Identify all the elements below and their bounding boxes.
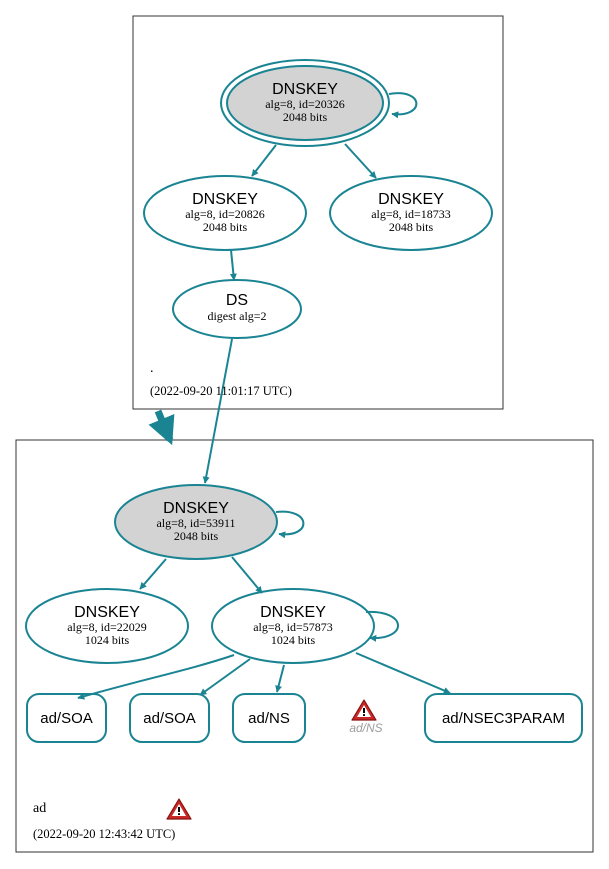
node-root-ksk-title: DNSKEY [272, 81, 338, 98]
node-ad-zsk1-size: 1024 bits [85, 633, 130, 647]
rrset-ad-ns-label: ad/NS [248, 710, 290, 727]
edge-zsk2-to-soa1 [77, 654, 235, 700]
node-ds[interactable]: DS digest alg=2 [172, 279, 302, 339]
node-ds-info: digest alg=2 [207, 309, 266, 323]
rrset-ad-nsec3param-label: ad/NSEC3PARAM [442, 710, 565, 727]
node-root-zsk1-title: DNSKEY [192, 191, 258, 208]
rrset-ad-soa-2-label: ad/SOA [143, 710, 196, 727]
zone-root-name: . [150, 361, 154, 376]
node-root-ksk-info: alg=8, id=20326 [265, 97, 345, 111]
node-ad-zsk2-title: DNSKEY [260, 604, 326, 621]
node-ad-zsk1-title: DNSKEY [74, 604, 140, 621]
rrset-ad-soa-1[interactable]: ad/SOA [26, 693, 107, 743]
edge-root-ksk-to-zsk1 [251, 144, 277, 177]
node-root-zsk-18733[interactable]: DNSKEY alg=8, id=18733 2048 bits [329, 175, 493, 251]
zone-ad-warning-icon[interactable] [166, 798, 192, 820]
edge-ad-ksk-to-zsk1 [139, 558, 167, 590]
node-ad-zsk2-size: 1024 bits [271, 633, 316, 647]
missing-ns-label: ad/NS [349, 721, 382, 735]
edge-root-ksk-to-zsk2 [344, 143, 377, 179]
edge-ad-ksk-to-zsk2 [231, 556, 263, 594]
rrset-ad-soa-2[interactable]: ad/SOA [129, 693, 210, 743]
rrset-ad-ns[interactable]: ad/NS [232, 693, 306, 743]
zone-ad-box [15, 439, 594, 853]
rrset-ad-nsec3param[interactable]: ad/NSEC3PARAM [424, 693, 583, 743]
edge-zsk2-to-nsec3param [355, 652, 451, 694]
edge-root-ksk-self [388, 92, 418, 119]
zone-ad-name: ad [33, 801, 46, 816]
edge-zsk1-to-ds [229, 249, 237, 281]
edge-zsk2-to-soa2 [199, 658, 251, 696]
node-root-ksk-size: 2048 bits [283, 110, 328, 124]
edge-ad-ksk-self [275, 510, 305, 539]
missing-ns-warning[interactable]: ad/NS [349, 699, 383, 735]
node-ad-zsk2-info: alg=8, id=57873 [253, 620, 333, 634]
edge-zone-delegation [148, 409, 175, 446]
edge-ds-to-ad-ksk [202, 338, 233, 484]
node-ad-zsk1-info: alg=8, id=22029 [67, 620, 147, 634]
zone-ad-timestamp: (2022-09-20 12:43:42 UTC) [33, 827, 175, 841]
node-ad-zsk-22029[interactable]: DNSKEY alg=8, id=22029 1024 bits [25, 588, 189, 664]
node-root-ksk[interactable]: DNSKEY alg=8, id=20326 2048 bits [220, 59, 390, 147]
node-root-zsk2-info: alg=8, id=18733 [371, 207, 451, 221]
node-ad-zsk-57873[interactable]: DNSKEY alg=8, id=57873 1024 bits [211, 588, 375, 664]
edge-zsk2-to-ns [275, 664, 285, 693]
node-root-zsk2-size: 2048 bits [389, 220, 434, 234]
node-ad-ksk-info: alg=8, id=53911 [156, 516, 235, 530]
warning-triangle-icon [351, 699, 377, 721]
node-root-zsk-20826[interactable]: DNSKEY alg=8, id=20826 2048 bits [143, 175, 307, 251]
rrset-ad-soa-1-label: ad/SOA [40, 710, 93, 727]
node-ds-title: DS [226, 292, 248, 309]
node-root-zsk1-info: alg=8, id=20826 [185, 207, 265, 221]
zone-root-timestamp: (2022-09-20 11:01:17 UTC) [150, 384, 292, 398]
edge-ad-zsk2-self [365, 610, 399, 642]
node-root-zsk2-title: DNSKEY [378, 191, 444, 208]
node-ad-ksk[interactable]: DNSKEY alg=8, id=53911 2048 bits [114, 484, 278, 560]
node-ad-ksk-size: 2048 bits [174, 529, 219, 543]
node-ad-ksk-title: DNSKEY [163, 500, 229, 517]
node-root-zsk1-size: 2048 bits [203, 220, 248, 234]
zone-root-box [132, 15, 504, 410]
